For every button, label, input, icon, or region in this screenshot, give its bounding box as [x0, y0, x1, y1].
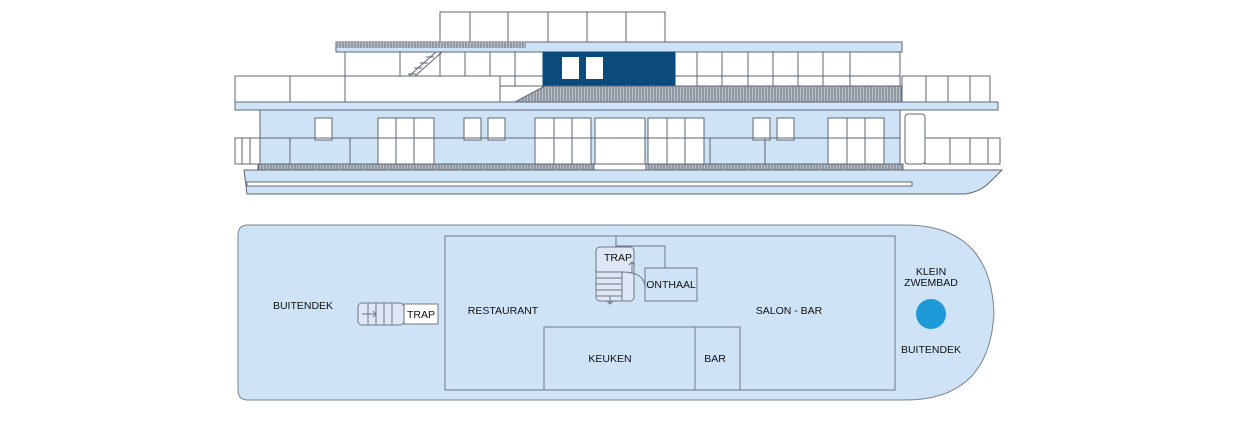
label-bar: BAR: [704, 353, 726, 365]
stairs-icon: [595, 236, 666, 305]
label-salon-bar: SALON - BAR: [756, 305, 823, 317]
label-klein: KLEIN: [916, 266, 946, 278]
pool-circle-icon: [916, 299, 946, 329]
stairs-icon-left: [357, 302, 439, 326]
upper-railing: [234, 75, 991, 103]
main-roof: [234, 101, 999, 111]
label-trap-left: TRAP: [407, 309, 435, 321]
bar-room: [694, 326, 741, 391]
interior-walls: [444, 235, 896, 391]
roof-hatch: [336, 42, 526, 48]
label-zwembad: ZWEMBAD: [904, 277, 958, 289]
label-trap-center: TRAP: [604, 252, 632, 264]
label-restaurant: RESTAURANT: [468, 305, 539, 317]
top-deck-glazing: [439, 11, 666, 43]
deck-plan: BUITENDEK TRAP RESTAURANT TRAP ONTHAAL S…: [237, 224, 995, 401]
label-keuken: KEUKEN: [588, 353, 631, 365]
main-deck-windows: [314, 113, 926, 165]
hull-stripe: [246, 181, 913, 187]
label-buitendek-left: BUITENDEK: [273, 300, 333, 312]
label-buitendek-right: BUITENDEK: [901, 344, 961, 356]
side-elevation: [234, 11, 1004, 195]
lower-railing: [234, 137, 1001, 165]
label-onthaal: ONTHAAL: [646, 279, 696, 291]
deck-strip: [257, 163, 904, 171]
deck-outline: [237, 224, 995, 401]
